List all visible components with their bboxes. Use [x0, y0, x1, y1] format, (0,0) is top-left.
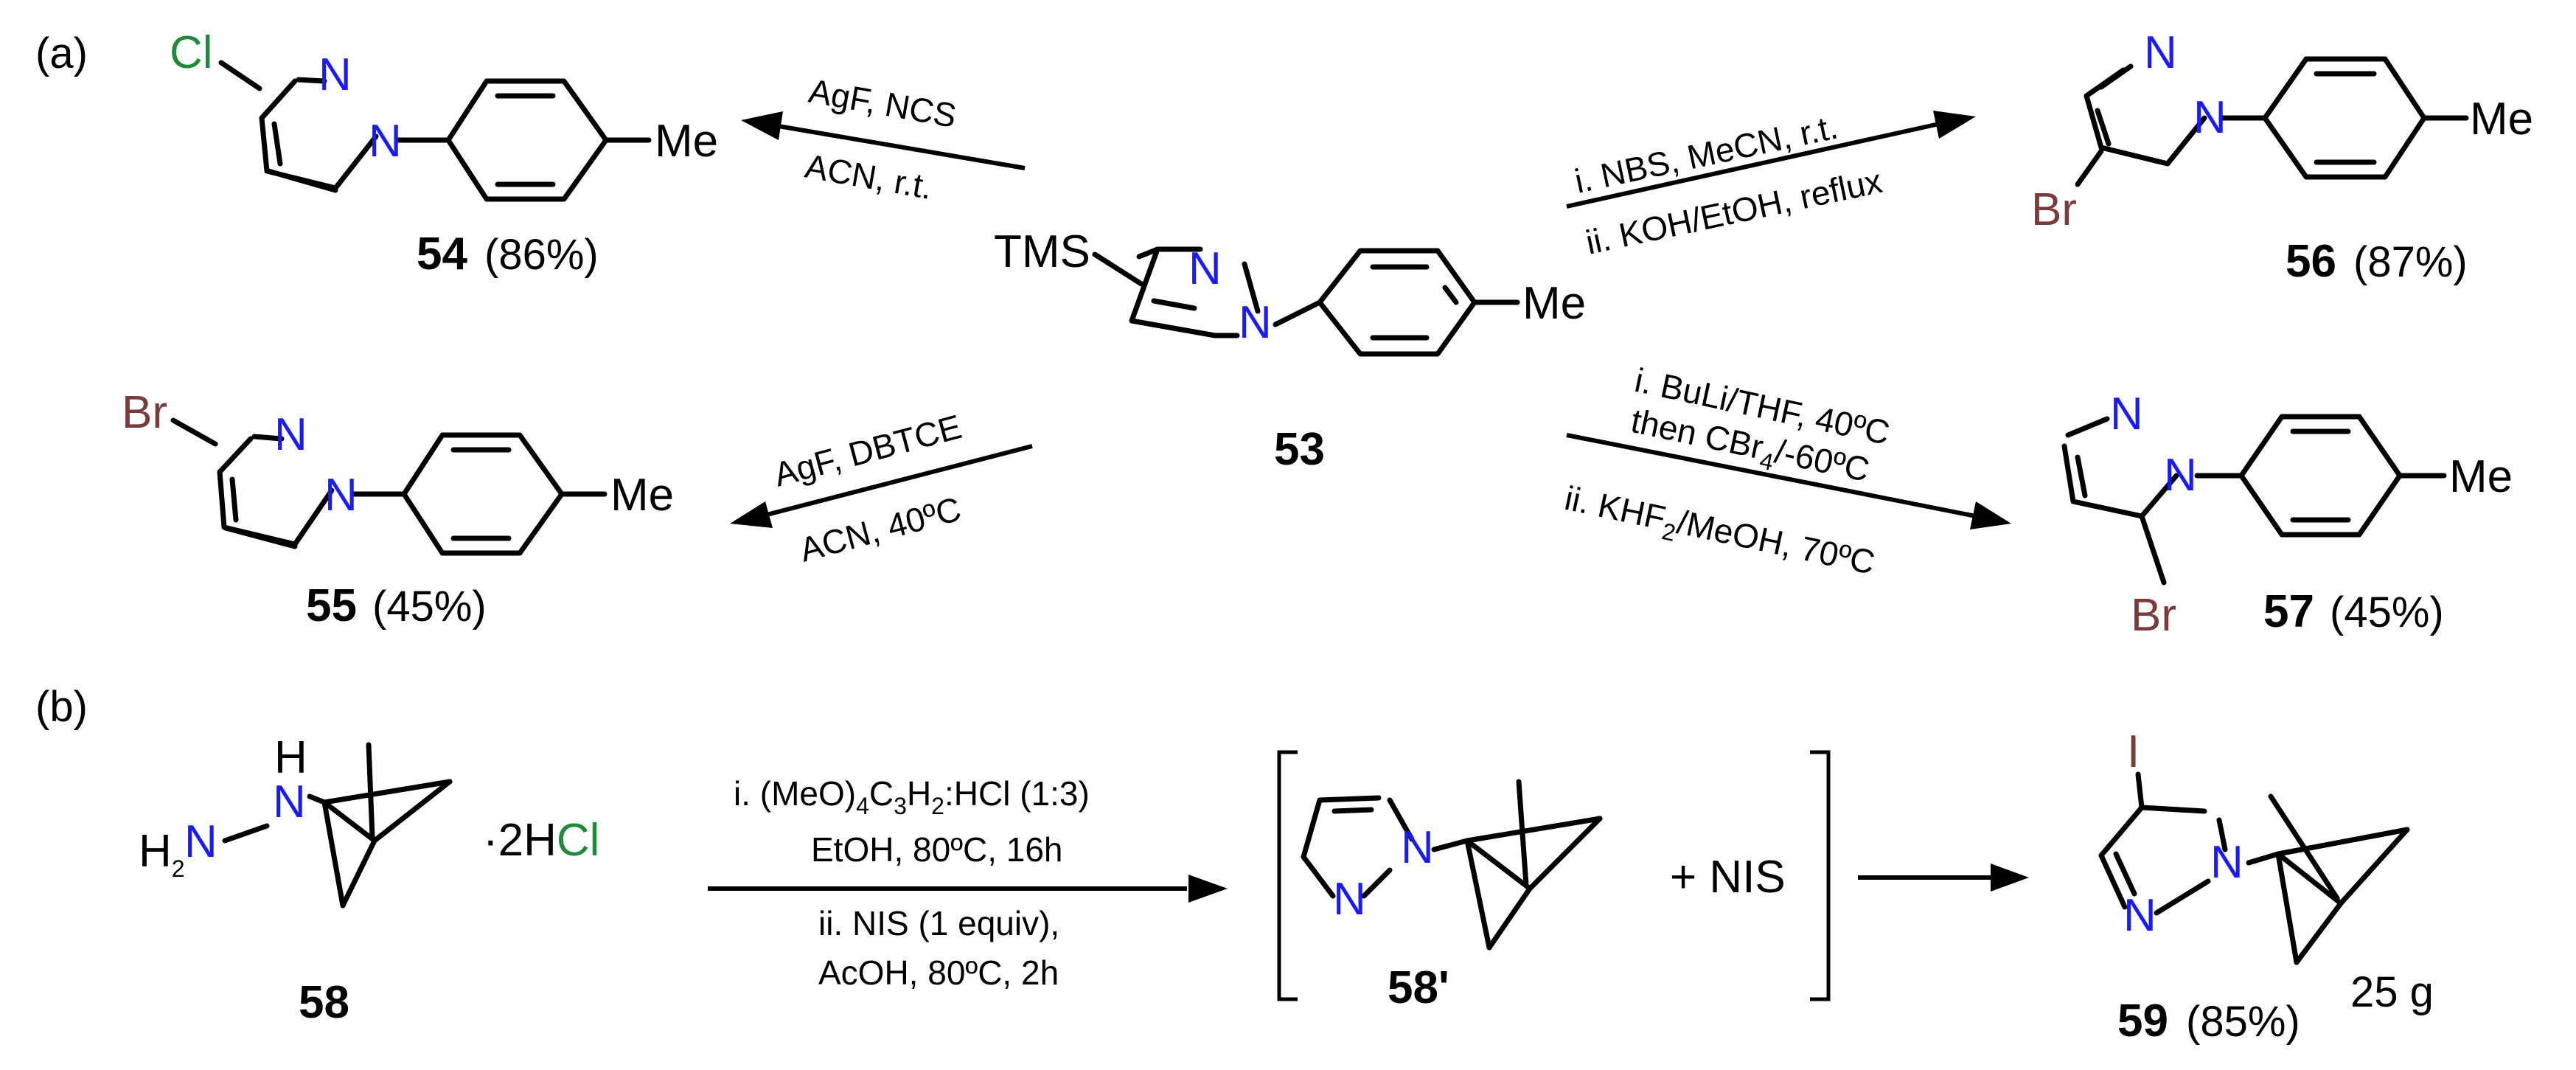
panel-label-a: (a) — [35, 29, 88, 77]
atom-n1-54: N — [369, 116, 402, 167]
compound-58-structure — [222, 742, 453, 909]
arrow-to-56 — [1566, 122, 1940, 209]
compound-id-58p: 58' — [1388, 962, 1449, 1013]
compound-58p-structure — [1301, 779, 1603, 951]
atom-n2-53: N — [1188, 243, 1222, 294]
arrow-to-55 — [766, 444, 1033, 517]
yield-54: (86%) — [484, 231, 599, 279]
arrowhead-to-57 — [1970, 501, 2011, 529]
arrowhead-to-56 — [1933, 111, 1976, 139]
methyl-label-53: Me — [1522, 278, 1586, 329]
compound-id-58: 58 — [299, 977, 349, 1028]
compound-59-structure — [2098, 771, 2410, 965]
compound-56-structure — [2075, 56, 2469, 187]
atom-nh2-58: N — [184, 816, 217, 867]
compound-55-structure — [170, 417, 608, 556]
cond-54-line2: ACN, r.t. — [802, 147, 935, 206]
scale-59: 25 g — [2350, 968, 2434, 1016]
cond-57-line3: ii. KHF2/MeOH, 70ºC — [1560, 479, 1879, 588]
compound-57-structure — [2061, 414, 2447, 586]
arrow-to-57 — [1566, 433, 1977, 518]
atom-h-58: H — [274, 732, 307, 783]
atom-n2-59: N — [2123, 890, 2156, 941]
methyl-label-54: Me — [655, 116, 718, 167]
cond-58-line3: ii. NIS (1 equiv), — [818, 904, 1059, 942]
atom-n2-55: N — [274, 409, 307, 460]
salt-label-58: ·2HCl — [483, 815, 599, 866]
arrowhead-to-59 — [1991, 864, 2029, 892]
yield-55: (45%) — [372, 583, 487, 630]
atom-n1-58p: N — [1401, 822, 1434, 873]
atom-n1-57: N — [2164, 450, 2197, 501]
arrow-to-54 — [773, 123, 1026, 170]
atom-nh-58: N — [273, 777, 306, 827]
cond-58-line1: i. (MeO)4C3H2:HCl (1:3) — [734, 774, 1090, 819]
compound-id-54: 54 — [417, 229, 467, 279]
compound-id-57: 57 — [2263, 586, 2314, 637]
yield-57: (45%) — [2330, 588, 2444, 636]
cond-55-line1: AgF, DBTCE — [770, 407, 965, 494]
arrowhead-to-54 — [741, 111, 783, 140]
atom-h2-58: H2 — [139, 826, 185, 882]
cond-54-line1: AgF, NCS — [806, 72, 959, 135]
atom-n2-57: N — [2110, 389, 2143, 440]
arrowhead-to-55 — [730, 501, 773, 528]
compound-id-55: 55 — [306, 580, 357, 631]
cond-58-line2: EtOH, 80ºC, 16h — [811, 830, 1063, 869]
cond-58-line4: AcOH, 80ºC, 2h — [818, 953, 1059, 992]
compound-id-56: 56 — [2286, 236, 2336, 287]
bracket-left — [1277, 750, 1298, 1001]
panel-label-b: (b) — [35, 683, 88, 731]
yield-59: (85%) — [2186, 998, 2300, 1046]
methyl-label-57: Me — [2449, 451, 2513, 502]
tms-label: TMS — [994, 226, 1090, 277]
methyl-label-55: Me — [610, 470, 674, 521]
bracket-right — [1810, 750, 1831, 1001]
arrowhead-to-58p — [1188, 875, 1228, 903]
compound-54-structure — [218, 60, 652, 202]
compound-id-53: 53 — [1274, 424, 1325, 475]
yield-56: (87%) — [2353, 238, 2468, 286]
plus-nis-label: + NIS — [1670, 852, 1786, 903]
atom-n2-56: N — [2144, 27, 2177, 78]
atom-n1-55: N — [324, 470, 358, 521]
atom-br-55: Br — [122, 387, 167, 438]
atom-n1-59: N — [2210, 837, 2243, 888]
atom-n2-58p: N — [1333, 874, 1366, 925]
compound-id-59: 59 — [2117, 996, 2168, 1046]
methyl-label-56: Me — [2470, 94, 2533, 145]
atom-br-56: Br — [2031, 184, 2077, 235]
compound-53-structure — [1092, 246, 1520, 357]
atom-n1-53: N — [1239, 297, 1272, 348]
atom-n1-56: N — [2193, 92, 2227, 143]
atom-br-57: Br — [2131, 590, 2176, 641]
atom-n2-54: N — [318, 49, 352, 100]
atom-cl-54: Cl — [170, 27, 213, 78]
atom-i-59: I — [2127, 726, 2140, 777]
